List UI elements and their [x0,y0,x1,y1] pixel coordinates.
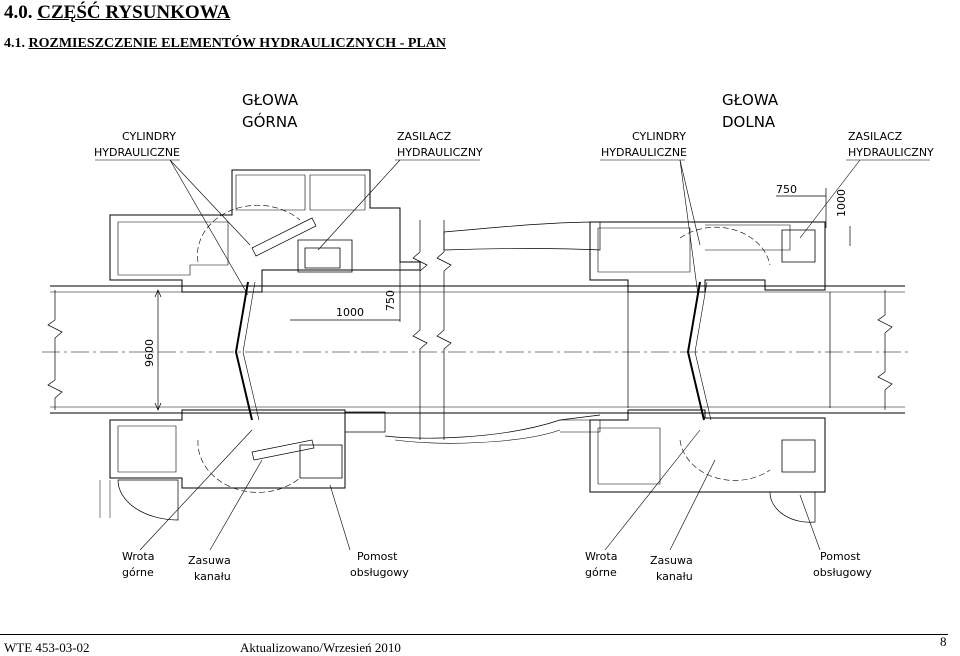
dim-label-9600: 9600 [143,339,156,367]
lower-head-top-structure [589,221,826,293]
label-valve-lower-2: kanału [656,570,693,583]
section-heading: 4.0. CZĘŚĆ RYSUNKOWA [4,2,230,24]
break-line-middle-b [436,220,452,440]
dim-label-750-upper: 750 [384,290,397,311]
leader-platform-lower [799,494,821,551]
label-lower-head-2: DOLNA [722,113,776,131]
leader-gate-upper [139,429,253,551]
dim-label-750-lower: 750 [776,183,797,196]
lower-gate-leaves [686,281,705,421]
footer-doc-code: WTE 453-03-02 [4,640,90,655]
break-line-middle-a [412,220,428,440]
hydraulic-plan-drawing: GŁOWA GÓRNA GŁOWA DOLNA CYLINDRY HYDRAUL… [42,91,934,583]
section-number: 4.0. [4,2,33,23]
label-gate-lower-1: Wrota [585,550,617,563]
break-line-left [47,290,63,410]
leader-valve-upper [209,459,263,551]
leader-gate-lower [604,429,701,551]
dim-label-1000-lower: 1000 [835,189,848,217]
label-platform-upper-1: Pomost [357,550,398,563]
label-gate-lower-2: górne [585,566,617,579]
upper-platform-stair [117,479,179,521]
label-upper-head-1: GŁOWA [242,91,299,109]
label-cylinders-lower-2: HYDRAULICZNE [601,146,687,159]
leader-powerunit-lower [799,159,861,239]
footer-updated: Aktualizowano/Wrzesień 2010 [240,640,401,655]
lower-platform-stair [769,491,816,523]
subsection-heading: 4.1. ROZMIESZCZENIE ELEMENTÓW HYDRAULICZ… [4,36,446,52]
label-valve-upper-2: kanału [194,570,231,583]
upper-head-top-structure [109,169,421,293]
label-powerunit-lower-2: HYDRAULICZNY [848,146,934,159]
label-cylinders-upper-2: HYDRAULICZNE [94,146,180,159]
section-title: CZĘŚĆ RYSUNKOWA [37,2,231,23]
leader-cylinders-lower [679,159,701,246]
footer-rule [0,634,948,635]
lower-head-bottom-structure [589,409,826,493]
leader-platform-upper [329,484,351,551]
label-lower-head-1: GŁOWA [722,91,779,109]
leader-powerunit-upper [317,159,401,251]
leader-cylinders-upper [169,159,251,246]
label-powerunit-upper-2: HYDRAULICZNY [397,146,483,159]
dim-label-1000-upper: 1000 [336,306,364,319]
label-powerunit-lower-1: ZASILACZ [848,130,903,143]
break-line-right [877,290,893,410]
label-valve-upper-1: Zasuwa [188,554,231,567]
label-valve-lower-1: Zasuwa [650,554,693,567]
subsection-number: 4.1. [4,36,25,51]
label-gate-upper-2: górne [122,566,154,579]
label-gate-upper-1: Wrota [122,550,154,563]
footer-page-number: 8 [940,634,947,649]
label-platform-upper-2: obsługowy [350,566,409,579]
label-cylinders-lower-1: CYLINDRY [632,130,686,143]
label-powerunit-upper-1: ZASILACZ [397,130,452,143]
label-platform-lower-2: obsługowy [813,566,872,579]
subsection-title: ROZMIESZCZENIE ELEMENTÓW HYDRAULICZNYCH … [28,36,446,51]
label-platform-lower-1: Pomost [820,550,861,563]
label-upper-head-2: GÓRNA [242,112,298,131]
upper-gate-leaves [234,281,253,421]
label-cylinders-upper-1: CYLINDRY [122,130,176,143]
connecting-channel [443,221,601,251]
upper-head-bottom-structure [109,409,346,489]
leader-valve-lower [669,459,716,551]
